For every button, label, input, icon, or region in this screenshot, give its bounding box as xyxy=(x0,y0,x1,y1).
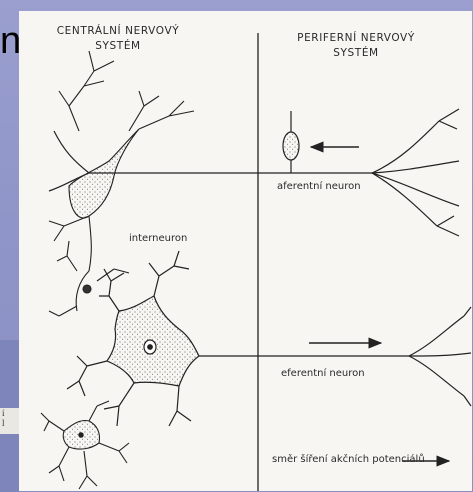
bottom-neuron xyxy=(41,401,129,489)
neuron-drawing xyxy=(19,11,472,491)
small-neuron xyxy=(49,241,129,316)
header-cns-line2: SYSTÉM xyxy=(43,39,193,54)
label-interneuron: interneuron xyxy=(129,233,187,244)
slide-side-note: í l xyxy=(0,408,20,434)
header-pns: PERIFERNÍ NERVOVÝ SYSTÉM xyxy=(281,31,431,61)
neuron-diagram: CENTRÁLNÍ NERVOVÝ SYSTÉM PERIFERNÍ NERVO… xyxy=(19,11,472,491)
header-pns-line2: SYSTÉM xyxy=(281,46,431,61)
label-efferent-neuron: eferentní neuron xyxy=(281,368,365,379)
header-pns-line1: PERIFERNÍ NERVOVÝ xyxy=(281,31,431,46)
header-cns: CENTRÁLNÍ NERVOVÝ SYSTÉM xyxy=(43,24,193,54)
header-cns-line1: CENTRÁLNÍ NERVOVÝ xyxy=(43,24,193,39)
slide-title-fragment: ní xyxy=(0,12,20,92)
legend-label: směr šíření akčních potenciálů xyxy=(272,454,425,465)
label-afferent-neuron: aferentní neuron xyxy=(277,181,361,192)
efferent-neuron xyxy=(67,251,471,426)
